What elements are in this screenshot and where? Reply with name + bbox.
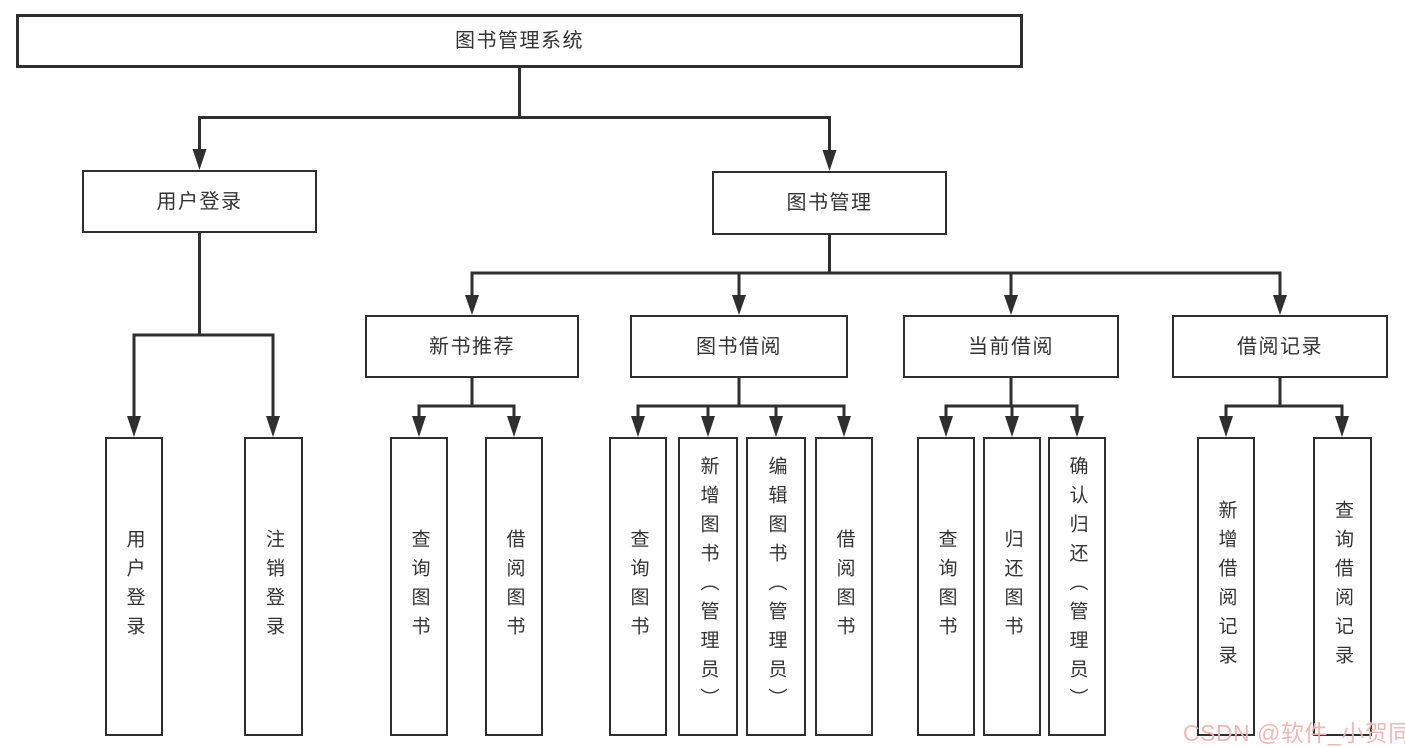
node-label: 新增图书（管理员） <box>697 456 719 717</box>
leaf-borrow-books-recommend: 借阅图书 <box>485 437 543 736</box>
node-label: 图书借阅 <box>696 335 782 358</box>
node-label: 注销登录 <box>263 528 284 645</box>
node-label: 图书管理系统 <box>455 30 584 52</box>
leaf-query-books-current: 查询图书 <box>917 437 975 736</box>
node-label: 用户登录 <box>123 528 145 645</box>
node-label: 查询图书 <box>935 528 957 645</box>
node-label: 归还图书 <box>1001 528 1023 645</box>
node-current-borrowing: 当前借阅 <box>903 315 1119 378</box>
node-borrowing-records: 借阅记录 <box>1172 315 1388 378</box>
leaf-edit-books-admin: 编辑图书（管理员） <box>746 437 806 736</box>
leaf-borrow-books: 借阅图书 <box>815 437 873 736</box>
node-label: 借阅图书 <box>503 528 525 645</box>
leaf-query-books-recommend: 查询图书 <box>390 437 448 736</box>
node-label: 借阅记录 <box>1237 335 1323 358</box>
leaf-add-books-admin: 新增图书（管理员） <box>678 437 738 736</box>
node-label: 确认归还（管理员） <box>1066 456 1088 717</box>
node-label: 查询图书 <box>408 528 430 645</box>
node-label: 借阅图书 <box>833 528 855 645</box>
node-library-management-system: 图书管理系统 <box>16 14 1023 68</box>
node-label: 新书推荐 <box>429 335 515 358</box>
leaf-query-books-borrowing: 查询图书 <box>609 437 667 736</box>
node-user-login: 用户登录 <box>82 170 317 233</box>
node-book-borrowing: 图书借阅 <box>630 315 848 378</box>
node-label: 查询借阅记录 <box>1332 499 1353 674</box>
leaf-logout: 注销登录 <box>244 437 303 736</box>
leaf-add-borrow-record: 新增借阅记录 <box>1197 437 1255 736</box>
node-book-management: 图书管理 <box>712 171 947 235</box>
node-new-book-recommendation: 新书推荐 <box>365 315 579 378</box>
leaf-query-borrow-record: 查询借阅记录 <box>1313 437 1372 736</box>
leaf-return-books: 归还图书 <box>983 437 1041 736</box>
node-label: 用户登录 <box>156 190 243 213</box>
node-label: 当前借阅 <box>968 335 1054 358</box>
node-label: 编辑图书（管理员） <box>765 456 787 717</box>
node-label: 查询图书 <box>627 528 649 645</box>
node-label: 新增借阅记录 <box>1215 499 1237 674</box>
leaf-user-login: 用户登录 <box>105 437 163 736</box>
leaf-confirm-return-admin: 确认归还（管理员） <box>1048 437 1106 736</box>
csdn-watermark: CSDN @软件_小贺同学 <box>1183 720 1405 746</box>
node-label: 图书管理 <box>786 192 873 214</box>
